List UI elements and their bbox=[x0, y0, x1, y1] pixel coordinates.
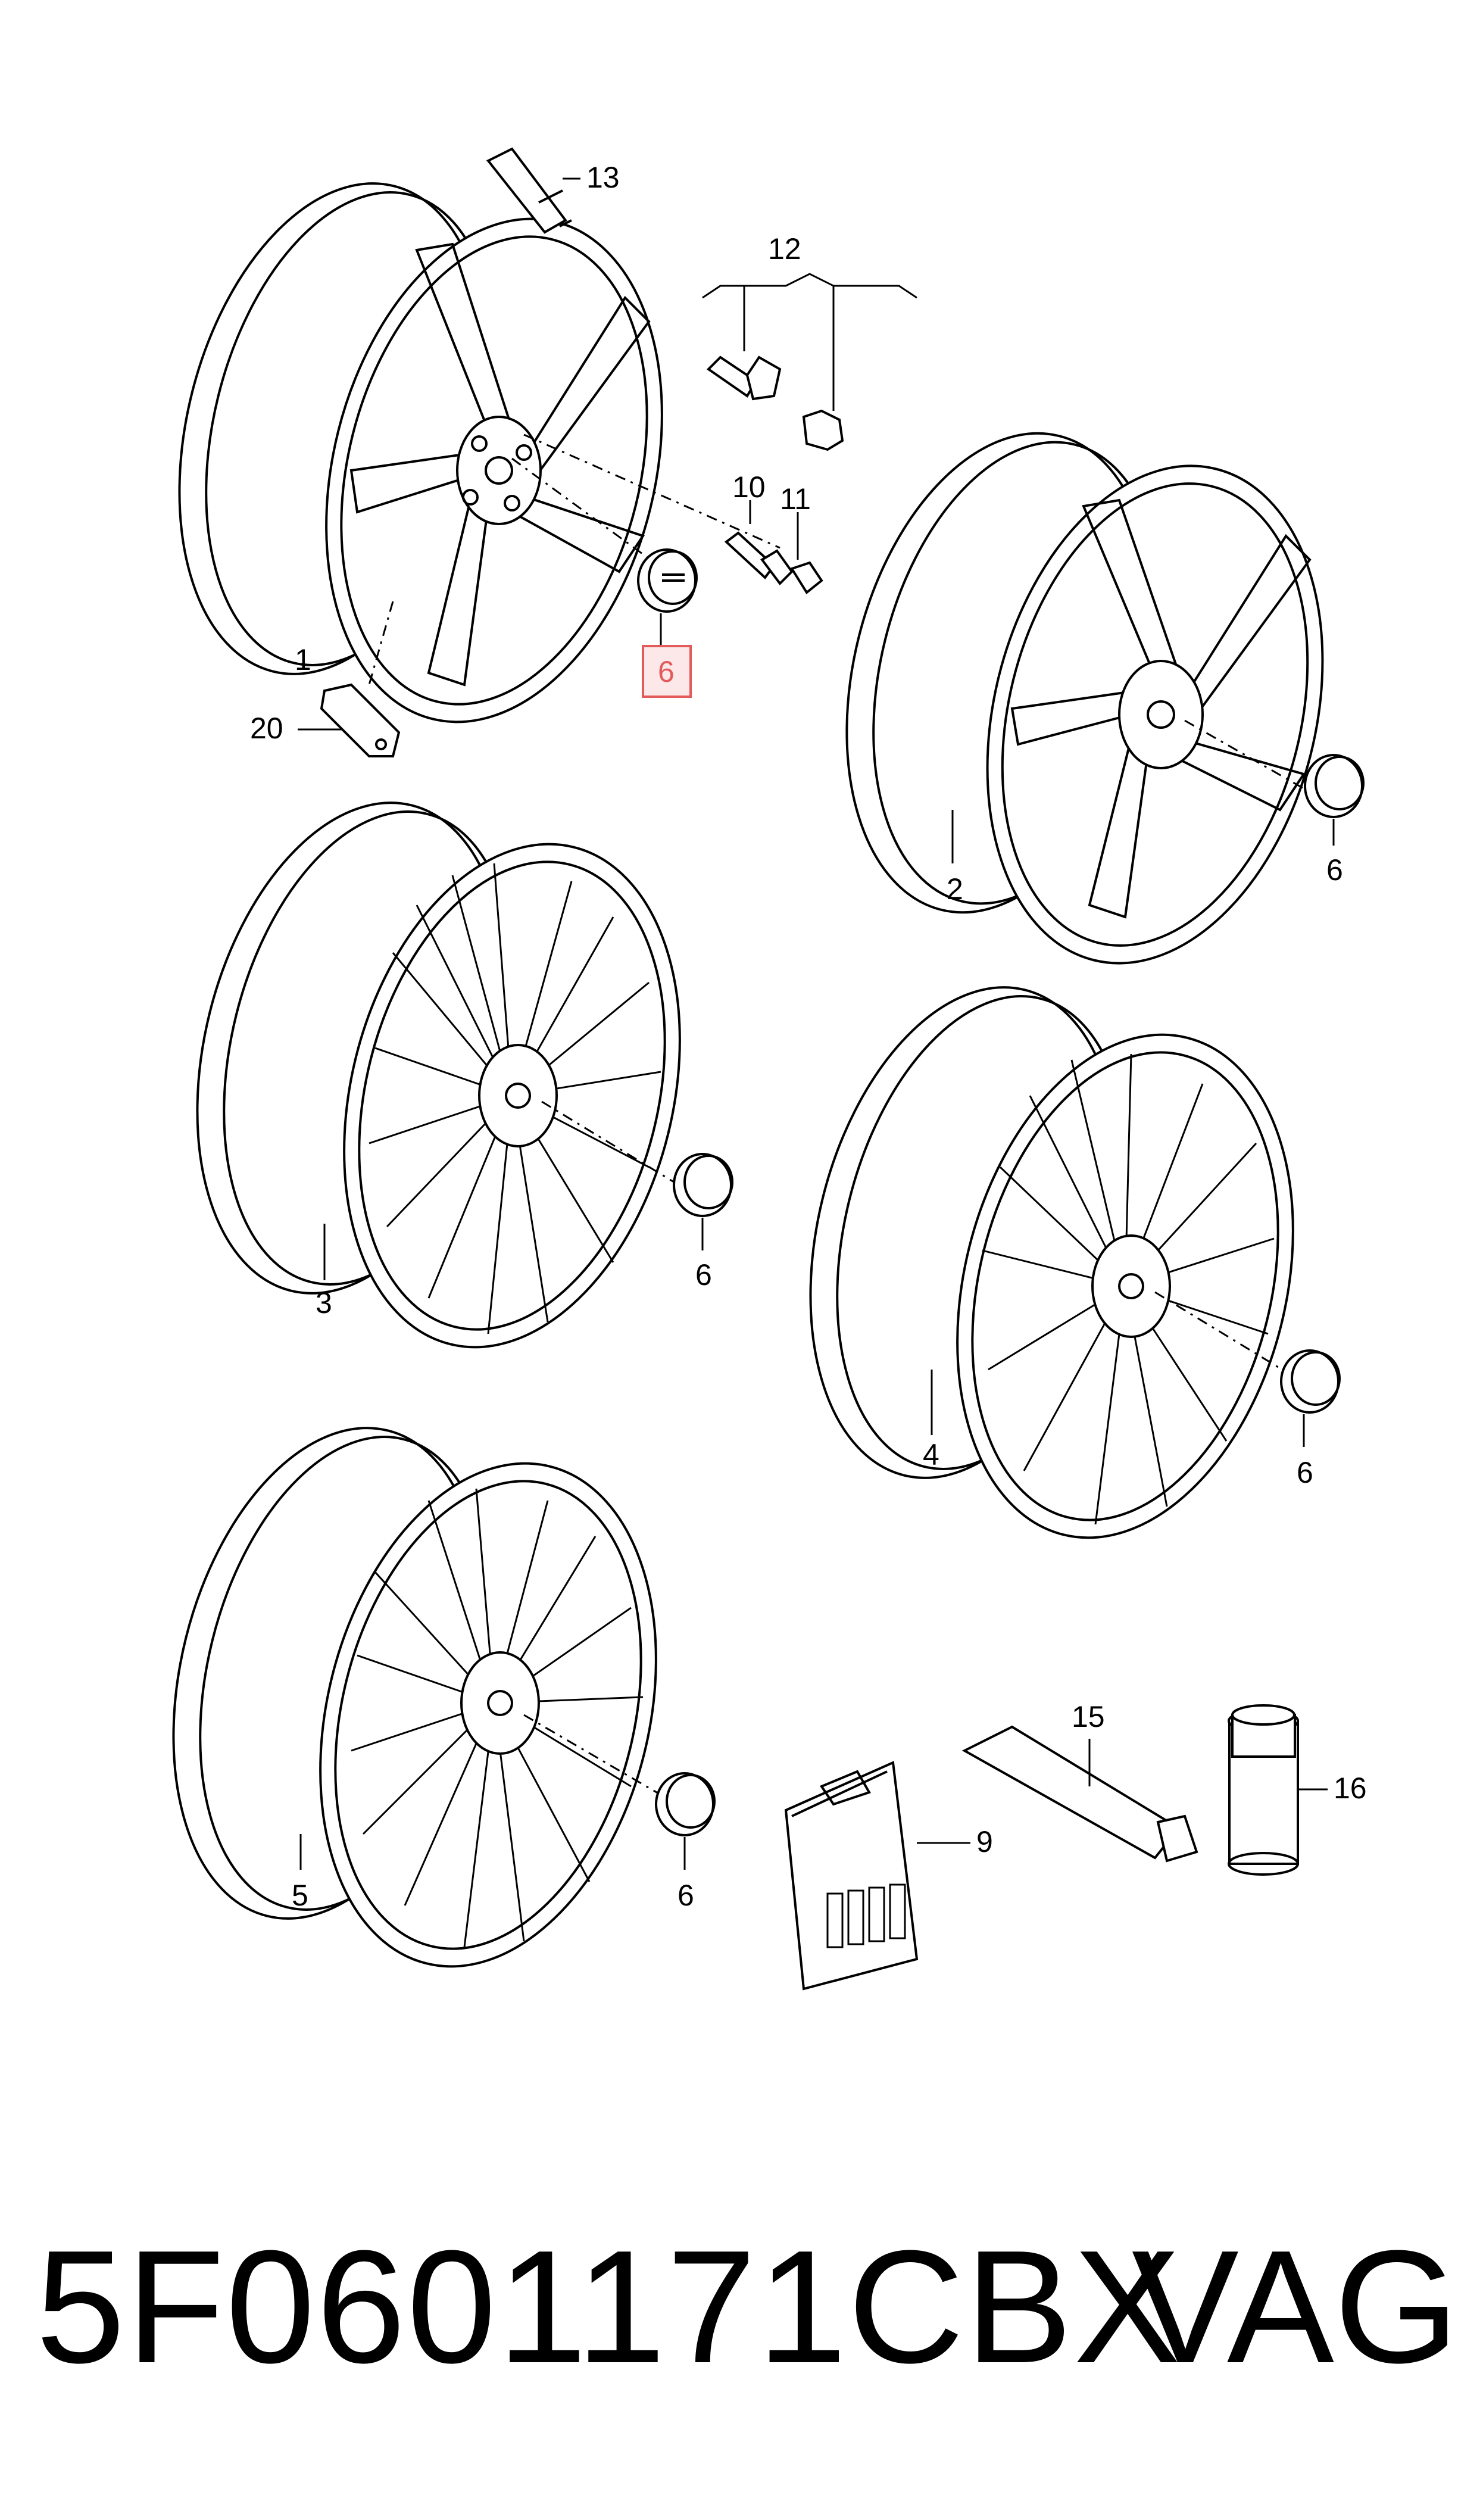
sealant-tube-15 bbox=[961, 1725, 1198, 1863]
brand-label: VAG bbox=[1131, 2218, 1459, 2397]
callout-3: 3 bbox=[316, 1286, 332, 1320]
wheel-2 bbox=[845, 432, 1324, 965]
center-cap-6-wheel-3 bbox=[673, 1153, 733, 1250]
callout-2: 2 bbox=[947, 872, 963, 906]
callout-13: 13 bbox=[586, 161, 620, 194]
callout-12: 12 bbox=[768, 232, 801, 266]
callout-16: 16 bbox=[1334, 1772, 1367, 1805]
valve-stem-13 bbox=[486, 147, 580, 234]
callout-20: 20 bbox=[250, 712, 283, 745]
wheel-4 bbox=[809, 986, 1294, 1539]
wheel-3 bbox=[196, 801, 681, 1349]
callout-6-highlighted: 6 bbox=[658, 655, 675, 688]
wheel-bolt-12 bbox=[702, 273, 917, 451]
center-cap-6-wheel-2 bbox=[1304, 754, 1365, 846]
wheel-5 bbox=[172, 1427, 667, 1968]
callout-10: 10 bbox=[732, 470, 766, 504]
callout-6-wheel-4: 6 bbox=[1297, 1456, 1313, 1489]
callout-6-wheel-3: 6 bbox=[695, 1258, 712, 1292]
callout-6-wheel-2: 6 bbox=[1326, 853, 1343, 887]
bottle-16 bbox=[1228, 1704, 1328, 1876]
callout-1: 1 bbox=[295, 643, 311, 676]
callout-4: 4 bbox=[923, 1438, 939, 1471]
touch-up-pen-kit-9 bbox=[784, 1761, 970, 1991]
tpms-sensor-20 bbox=[298, 683, 401, 757]
center-cap-6-highlighted bbox=[637, 548, 698, 698]
callout-6-wheel-5: 6 bbox=[678, 1879, 694, 1912]
callout-5: 5 bbox=[292, 1879, 308, 1912]
bolt-10-nut-11 bbox=[724, 500, 823, 594]
center-cap-6-wheel-5 bbox=[655, 1772, 716, 1870]
callout-15: 15 bbox=[1072, 1700, 1105, 1733]
callout-9: 9 bbox=[976, 1825, 993, 1858]
center-cap-6-wheel-4 bbox=[1280, 1349, 1341, 1447]
part-number: 5F0601171CBX bbox=[36, 2218, 1182, 2397]
callout-11: 11 bbox=[780, 482, 811, 516]
